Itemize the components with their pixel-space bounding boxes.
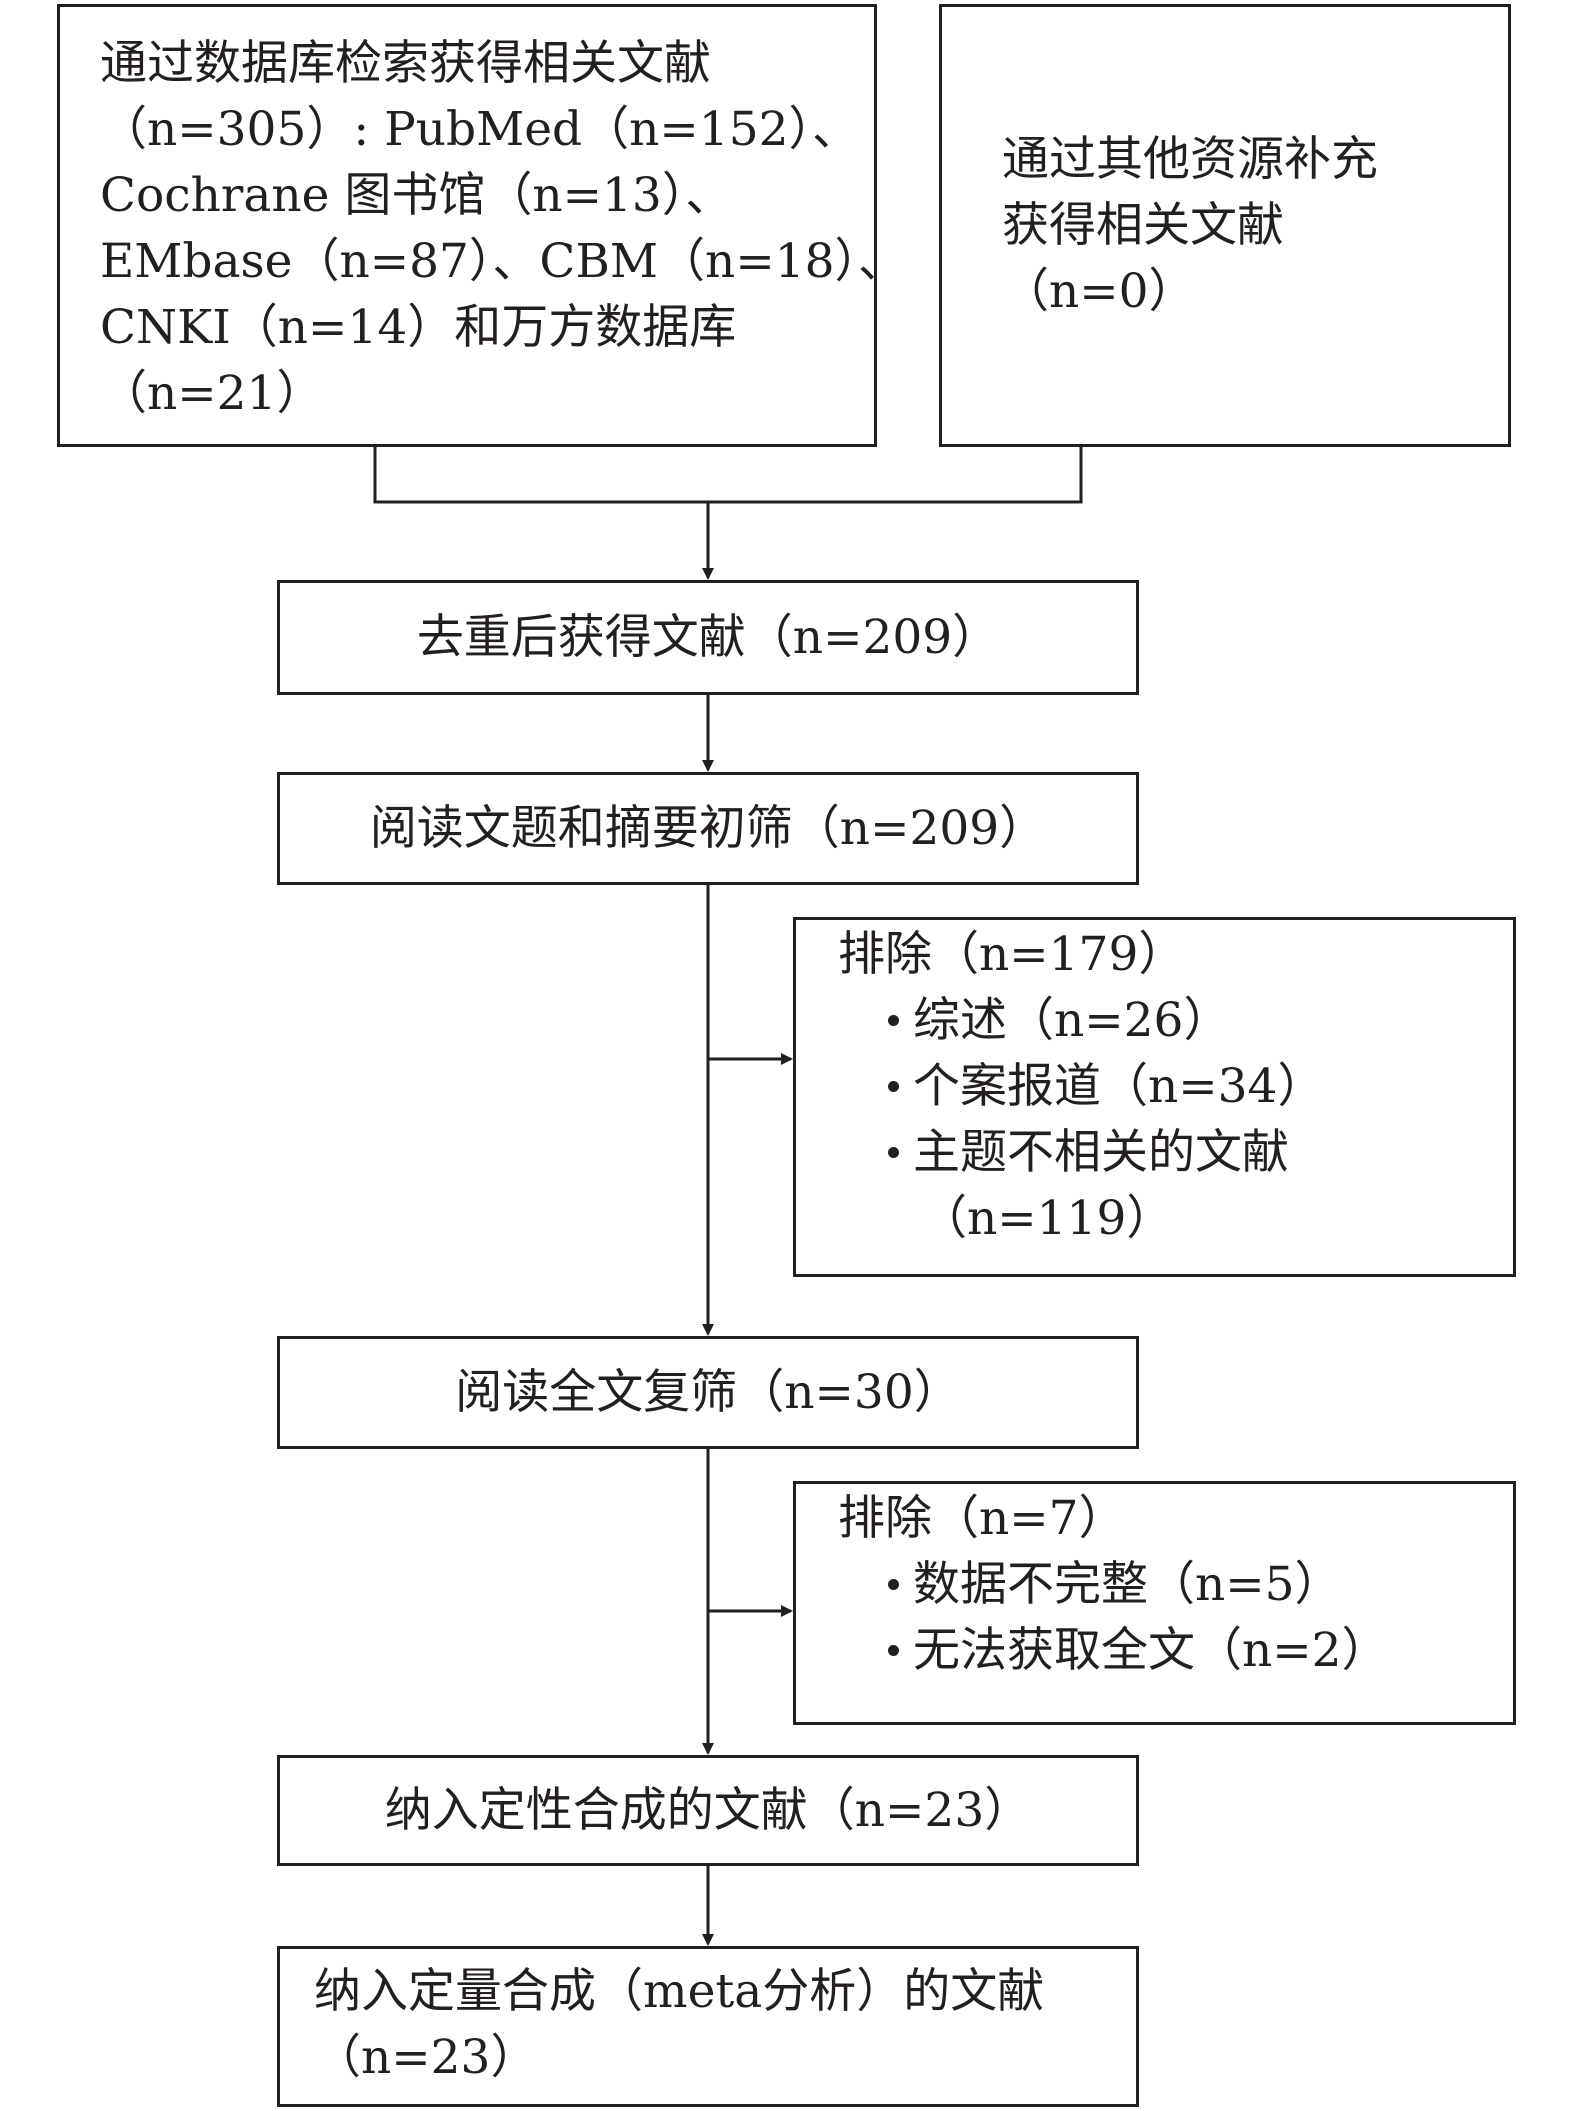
fulltext-screen-box: 阅读全文复筛（n=30） [277, 1336, 1139, 1449]
bullet-icon [888, 1146, 899, 1158]
fulltext-screen-text: 阅读全文复筛（n=30） [455, 1364, 961, 1420]
bullet-icon [888, 1578, 899, 1590]
exclusion-1-item: 个案报道（n=34） [838, 1054, 1513, 1120]
other-sources-line-2: 获得相关文献 [1002, 198, 1284, 253]
title-abstract-screen-text: 阅读文题和摘要初筛（n=209） [369, 800, 1047, 856]
title-abstract-screen-box: 阅读文题和摘要初筛（n=209） [277, 772, 1139, 885]
bullet-icon [888, 1644, 899, 1656]
other-sources-line-1: 通过其他资源补充 [1002, 132, 1378, 187]
database-line-4: EMbase（n=87）、CBM（n=18）、 [100, 234, 906, 289]
exclusion-1-item-continuation: （n=119） [920, 1191, 1174, 1246]
exclusion-box-1: 排除（n=179） 综述（n=26） 个案报道（n=34） 主题不相关的文献 （… [793, 917, 1516, 1277]
dedup-text: 去重后获得文献（n=209） [416, 609, 1000, 665]
database-line-3: Cochrane 图书馆（n=13）、 [100, 168, 733, 223]
merge-bracket [373, 447, 1083, 504]
database-line-5: CNKI（n=14）和万方数据库 [100, 300, 737, 355]
exclusion-1-heading: 排除（n=179） [838, 927, 1186, 982]
exclusion-2-heading: 排除（n=7） [838, 1491, 1126, 1546]
qualitative-synthesis-box: 纳入定性合成的文献（n=23） [277, 1755, 1139, 1866]
exclusion-1-item: 综述（n=26） [838, 988, 1513, 1054]
exclusion-2-item: 数据不完整（n=5） [838, 1552, 1513, 1618]
other-sources-box: 通过其他资源补充 获得相关文献 （n=0） [939, 4, 1511, 447]
exclusion-1-item-text: 综述（n=26） [913, 993, 1231, 1048]
database-line-1: 通过数据库检索获得相关文献 [100, 36, 711, 91]
exclusion-2-item-text: 数据不完整（n=5） [913, 1557, 1342, 1612]
database-line-6: （n=21） [100, 366, 324, 421]
exclusion-1-item-text: 个案报道（n=34） [913, 1059, 1325, 1114]
exclusion-box-2: 排除（n=7） 数据不完整（n=5） 无法获取全文（n=2） [793, 1481, 1516, 1725]
bullet-icon [888, 1014, 899, 1026]
exclusion-1-item: 主题不相关的文献 [838, 1120, 1513, 1186]
quantitative-synthesis-line-1: 纳入定量合成（meta分析）的文献 [314, 1964, 1045, 2019]
quantitative-synthesis-line-2: （n=23） [314, 2030, 538, 2085]
database-line-2: （n=305）: PubMed（n=152）、 [100, 102, 859, 157]
exclusion-1-item-text: 主题不相关的文献 [913, 1125, 1289, 1180]
exclusion-2-item-text: 无法获取全文（n=2） [913, 1623, 1389, 1678]
other-sources-line-3: （n=0） [1002, 264, 1196, 319]
dedup-box: 去重后获得文献（n=209） [277, 580, 1139, 695]
database-search-box: 通过数据库检索获得相关文献 （n=305）: PubMed（n=152）、 Co… [57, 4, 906, 447]
quantitative-synthesis-box: 纳入定量合成（meta分析）的文献 （n=23） [277, 1946, 1139, 2107]
exclusion-2-item: 无法获取全文（n=2） [838, 1618, 1513, 1684]
bullet-icon [888, 1080, 899, 1092]
qualitative-synthesis-text: 纳入定性合成的文献（n=23） [384, 1782, 1032, 1838]
